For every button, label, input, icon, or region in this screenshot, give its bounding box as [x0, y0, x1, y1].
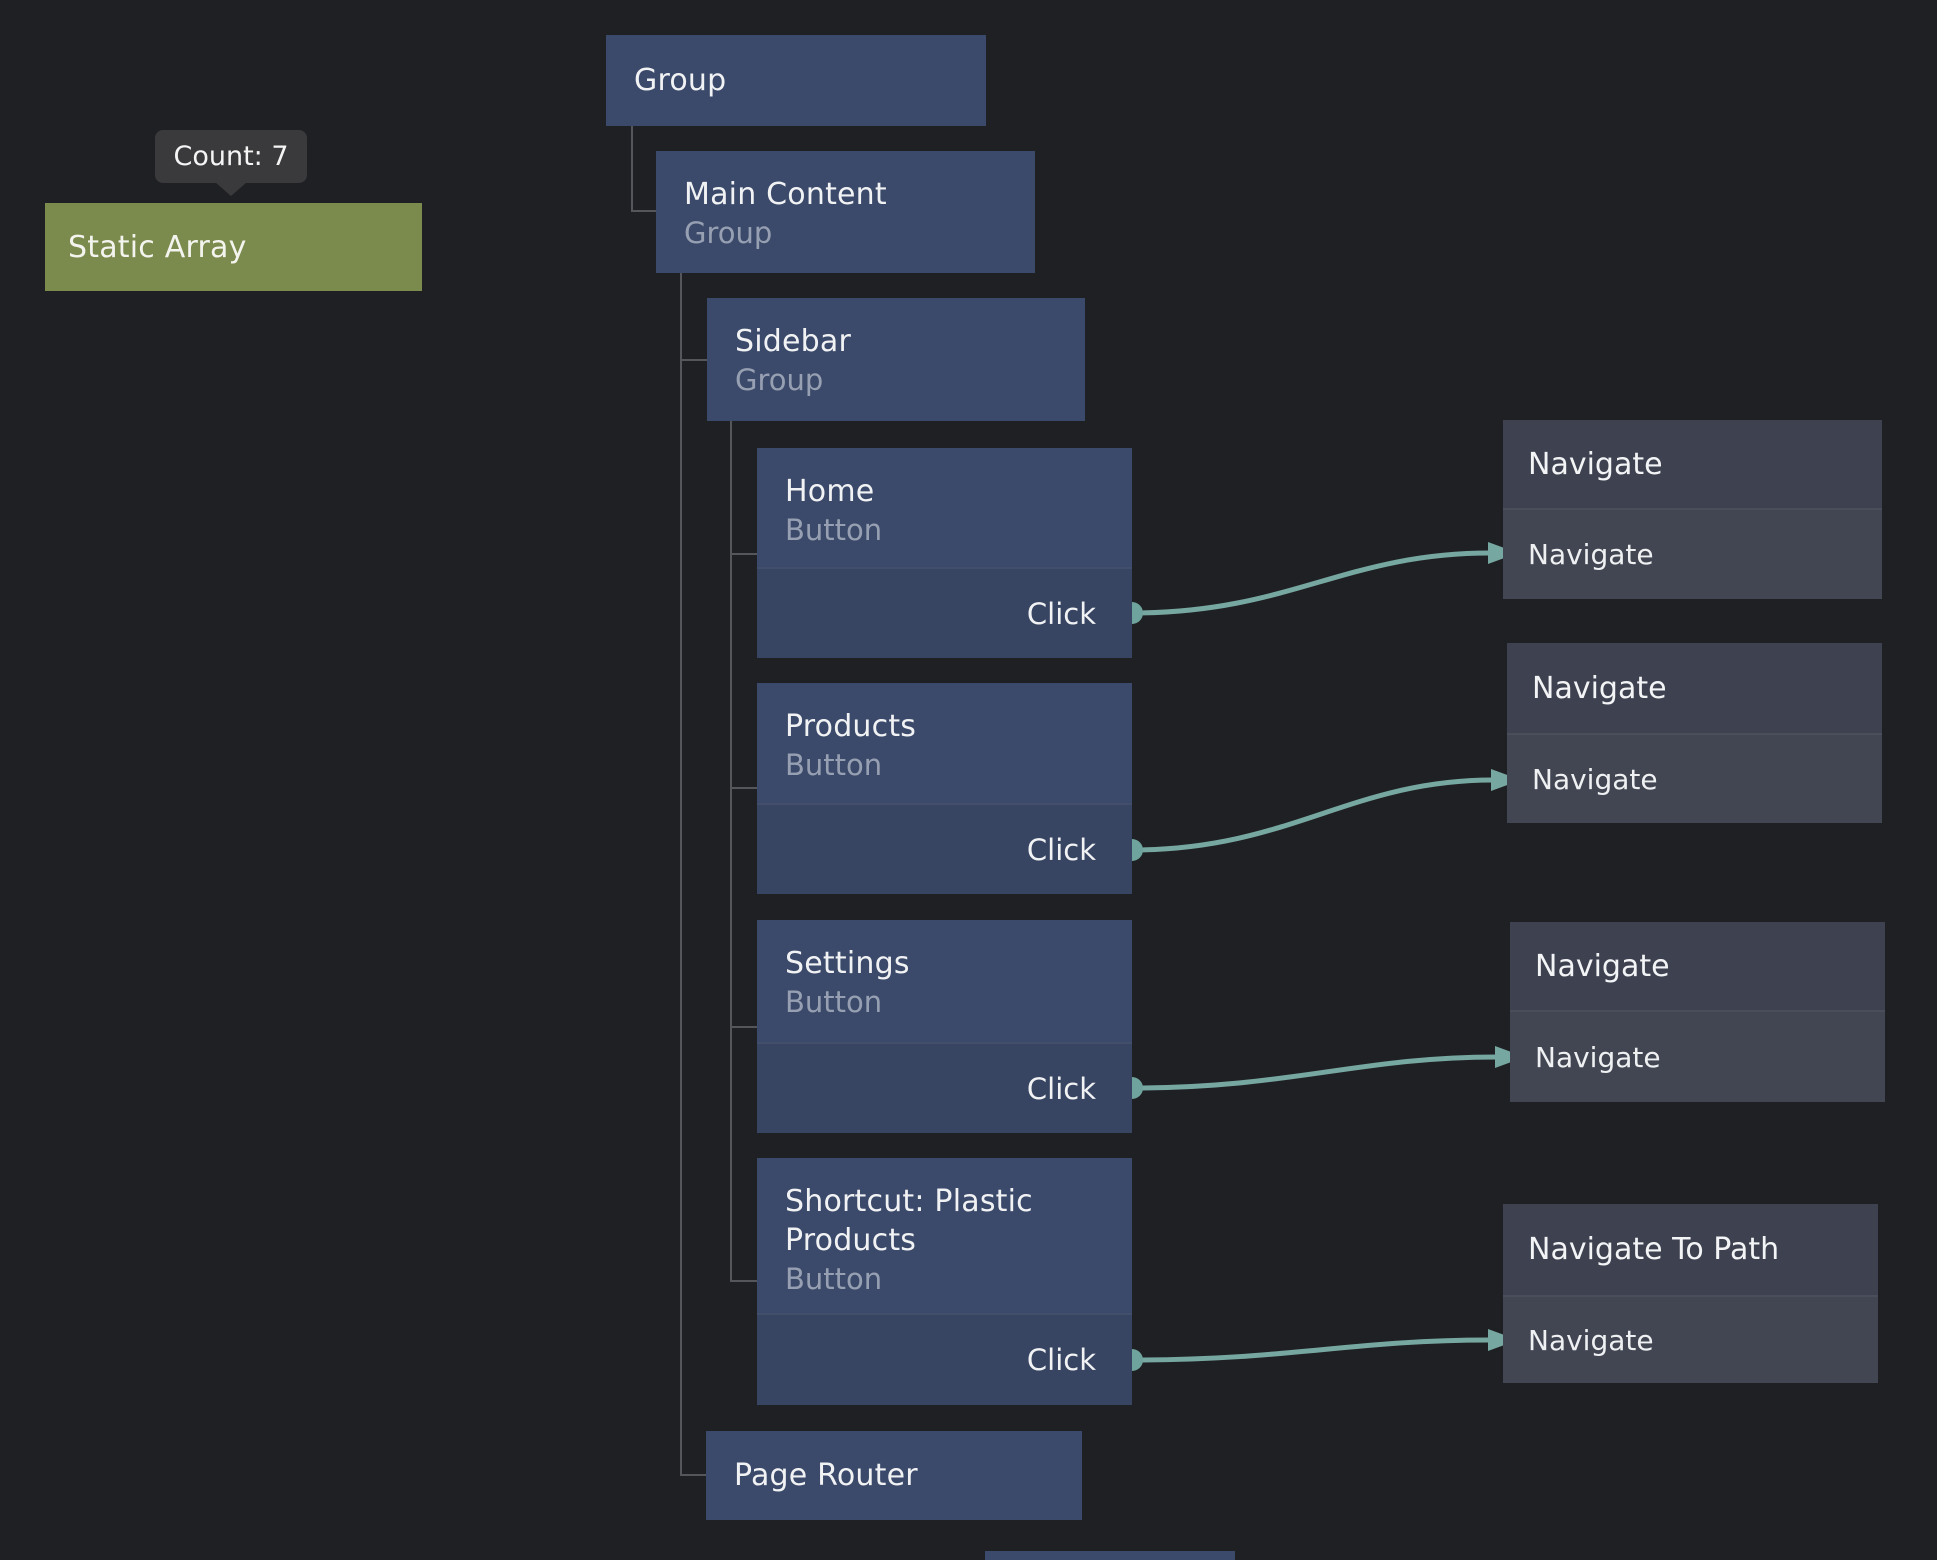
wire-shortcut-click-to-navigate-to-path[interactable] — [1131, 1337, 1491, 1363]
tree-connector-lines — [631, 126, 757, 1476]
node-type-label: Button — [785, 513, 883, 547]
node-title: Sidebar — [735, 324, 852, 359]
node-type-label: Button — [785, 985, 883, 1019]
output-port-label: Click — [1026, 1343, 1096, 1377]
wire-products-click-to-navigate[interactable] — [1131, 777, 1494, 853]
node-navigate-to-path[interactable]: Navigate To Path Navigate — [1503, 1204, 1878, 1383]
node-type-label: Group — [684, 216, 773, 250]
node-title: Static Array — [68, 229, 247, 265]
count-tooltip-arrow — [215, 182, 247, 196]
node-type-label: Button — [785, 1262, 883, 1296]
wire-arrowhead-icon — [1491, 769, 1521, 791]
node-title: Shortcut: Plastic Products — [785, 1184, 1033, 1258]
count-tooltip: Count: 7 — [155, 130, 307, 183]
node-title: Main Content — [684, 177, 887, 212]
node-static-array[interactable]: Static Array — [45, 203, 422, 291]
node-settings[interactable]: Settings Button Click — [757, 920, 1132, 1133]
node-title: Page Router — [734, 1458, 918, 1493]
input-port-label: Navigate — [1528, 538, 1654, 571]
wire-home-click-to-navigate[interactable] — [1131, 550, 1491, 616]
node-title: Navigate — [1528, 446, 1663, 482]
node-type-label: Button — [785, 748, 883, 782]
input-port-label: Navigate — [1532, 762, 1658, 796]
input-port-label: Navigate — [1535, 1040, 1661, 1074]
input-port-navigate[interactable]: Navigate — [1510, 1010, 1885, 1102]
node-navigate-3[interactable]: Navigate Navigate — [1510, 922, 1885, 1102]
output-port-label: Click — [1026, 596, 1096, 631]
input-port-navigate[interactable]: Navigate — [1503, 508, 1882, 599]
node-navigate-1[interactable]: Navigate Navigate — [1503, 420, 1882, 599]
node-title: Navigate — [1532, 670, 1667, 706]
count-tooltip-label: Count: 7 — [173, 141, 289, 172]
node-title: Settings — [785, 946, 910, 981]
node-main-content[interactable]: Main Content Group — [656, 151, 1035, 273]
partial-node-edge[interactable] — [985, 1551, 1235, 1560]
input-port-navigate[interactable]: Navigate — [1503, 1295, 1878, 1383]
node-home[interactable]: Home Button Click — [757, 448, 1132, 658]
output-port-label: Click — [1026, 1071, 1096, 1106]
node-title: Navigate To Path — [1528, 1232, 1780, 1267]
input-port-navigate[interactable]: Navigate — [1507, 733, 1882, 823]
node-title: Products — [785, 709, 917, 744]
node-page-router[interactable]: Page Router — [706, 1431, 1082, 1520]
node-shortcut-plastic-products[interactable]: Shortcut: Plastic Products Button Click — [757, 1158, 1132, 1405]
input-port-label: Navigate — [1528, 1323, 1654, 1357]
wire-settings-click-to-navigate[interactable] — [1131, 1054, 1498, 1091]
node-navigate-2[interactable]: Navigate Navigate — [1507, 643, 1882, 823]
node-group[interactable]: Group — [606, 35, 986, 126]
output-port-label: Click — [1026, 832, 1096, 867]
node-title: Group — [634, 63, 727, 98]
node-title: Home — [785, 474, 875, 509]
node-type-label: Group — [735, 363, 824, 397]
node-sidebar[interactable]: Sidebar Group — [707, 298, 1085, 421]
node-title: Navigate — [1535, 948, 1670, 984]
node-products[interactable]: Products Button Click — [757, 683, 1132, 894]
